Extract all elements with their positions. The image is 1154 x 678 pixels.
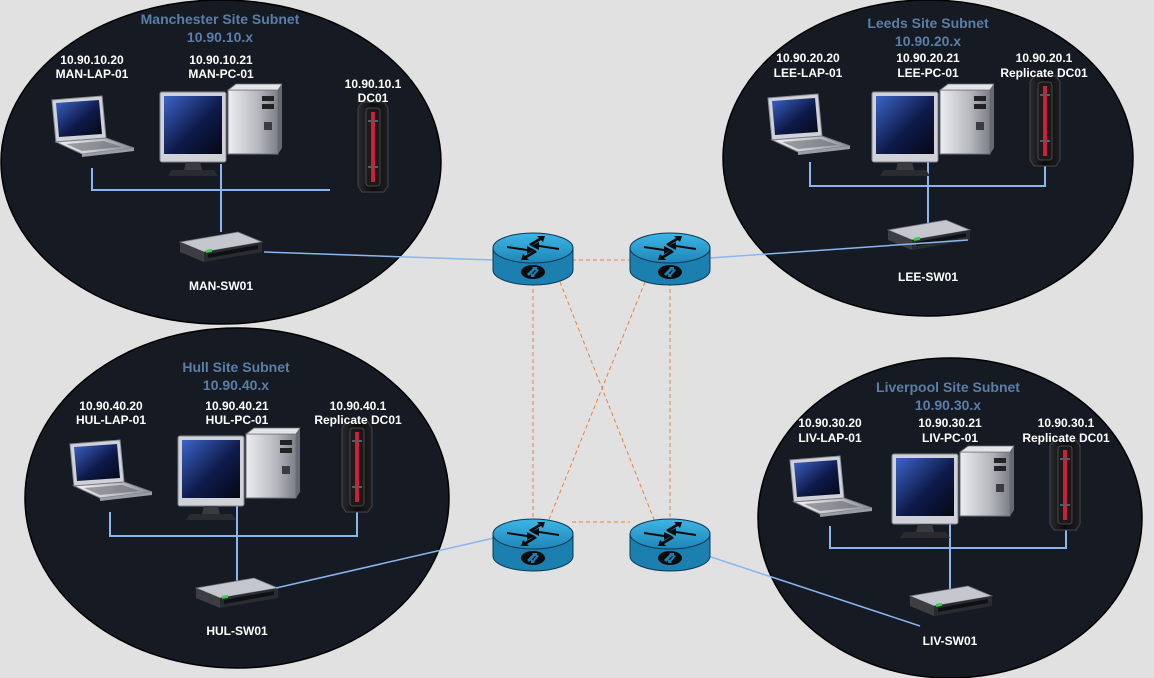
site-subnet: 10.90.10.x bbox=[187, 29, 253, 45]
laptop-ip: 10.90.40.20 bbox=[79, 399, 143, 413]
laptop-name: LEE-LAP-01 bbox=[774, 66, 843, 80]
server-icon[interactable] bbox=[357, 101, 389, 193]
wan-link-diagonal-2 bbox=[547, 281, 646, 523]
server-name: Replicate DC01 bbox=[314, 413, 402, 427]
laptop-name: MAN-LAP-01 bbox=[56, 67, 129, 81]
server-ip: 10.90.40.1 bbox=[330, 399, 387, 413]
lan-bus bbox=[109, 512, 358, 537]
pc-name: LEE-PC-01 bbox=[897, 66, 959, 80]
laptop-name: LIV-LAP-01 bbox=[798, 431, 862, 445]
lan-bus bbox=[829, 526, 1067, 549]
site-manchester: Manchester Site Subnet 10.90.10.x 10.90.… bbox=[0, 0, 442, 325]
server-name: DC01 bbox=[358, 91, 389, 105]
router-icon[interactable] bbox=[629, 518, 711, 572]
site-subnet: 10.90.40.x bbox=[203, 377, 269, 393]
wan-mesh-links bbox=[532, 259, 671, 524]
server-icon[interactable] bbox=[1029, 75, 1061, 167]
site-title: Liverpool Site Subnet bbox=[876, 379, 1020, 395]
laptop-name: HUL-LAP-01 bbox=[76, 413, 146, 427]
switch-name: HUL-SW01 bbox=[206, 624, 268, 638]
switch-router-links bbox=[263, 239, 969, 627]
link-manchester-router bbox=[263, 251, 495, 261]
laptop-ip: 10.90.30.20 bbox=[798, 416, 862, 430]
laptop-ip: 10.90.10.20 bbox=[60, 53, 124, 67]
server-ip: 10.90.30.1 bbox=[1038, 416, 1095, 430]
link-hull-router bbox=[275, 537, 495, 589]
lan-bus bbox=[91, 168, 330, 191]
server-ip: 10.90.20.1 bbox=[1016, 51, 1073, 65]
site-title: Manchester Site Subnet bbox=[141, 11, 300, 27]
site-subnet: 10.90.20.x bbox=[895, 33, 961, 49]
pc-name: MAN-PC-01 bbox=[188, 67, 254, 81]
router-icon[interactable] bbox=[492, 232, 574, 286]
server-name: Replicate DC01 bbox=[1000, 66, 1088, 80]
switch-name: MAN-SW01 bbox=[189, 279, 253, 293]
pc-ip: 10.90.30.21 bbox=[918, 416, 982, 430]
pc-name: HUL-PC-01 bbox=[206, 413, 269, 427]
link-leeds-router bbox=[709, 239, 969, 259]
server-ip: 10.90.10.1 bbox=[345, 77, 402, 91]
site-subnet: 10.90.30.x bbox=[915, 397, 981, 413]
server-icon[interactable] bbox=[1049, 439, 1081, 531]
switch-name: LIV-SW01 bbox=[923, 634, 978, 648]
site-liverpool: Liverpool Site Subnet 10.90.30.x 10.90.3… bbox=[757, 357, 1143, 678]
router-icon[interactable] bbox=[629, 232, 711, 286]
pc-ip: 10.90.10.21 bbox=[189, 53, 253, 67]
pc-name: LIV-PC-01 bbox=[922, 431, 978, 445]
router-icon[interactable] bbox=[492, 518, 574, 572]
site-leeds: Leeds Site Subnet 10.90.20.x 10.90.20.20… bbox=[722, 0, 1134, 317]
pc-ip: 10.90.20.21 bbox=[896, 51, 960, 65]
server-name: Replicate DC01 bbox=[1022, 431, 1110, 445]
pc-ip: 10.90.40.21 bbox=[205, 399, 269, 413]
site-title: Hull Site Subnet bbox=[182, 359, 290, 375]
site-title: Leeds Site Subnet bbox=[867, 15, 989, 31]
wan-link-diagonal-1 bbox=[559, 281, 656, 523]
switch-name: LEE-SW01 bbox=[898, 270, 958, 284]
server-icon[interactable] bbox=[341, 421, 373, 513]
site-hull: Hull Site Subnet 10.90.40.x 10.90.40.20 … bbox=[24, 327, 450, 669]
laptop-ip: 10.90.20.20 bbox=[776, 51, 840, 65]
link-liverpool-router bbox=[707, 555, 921, 627]
